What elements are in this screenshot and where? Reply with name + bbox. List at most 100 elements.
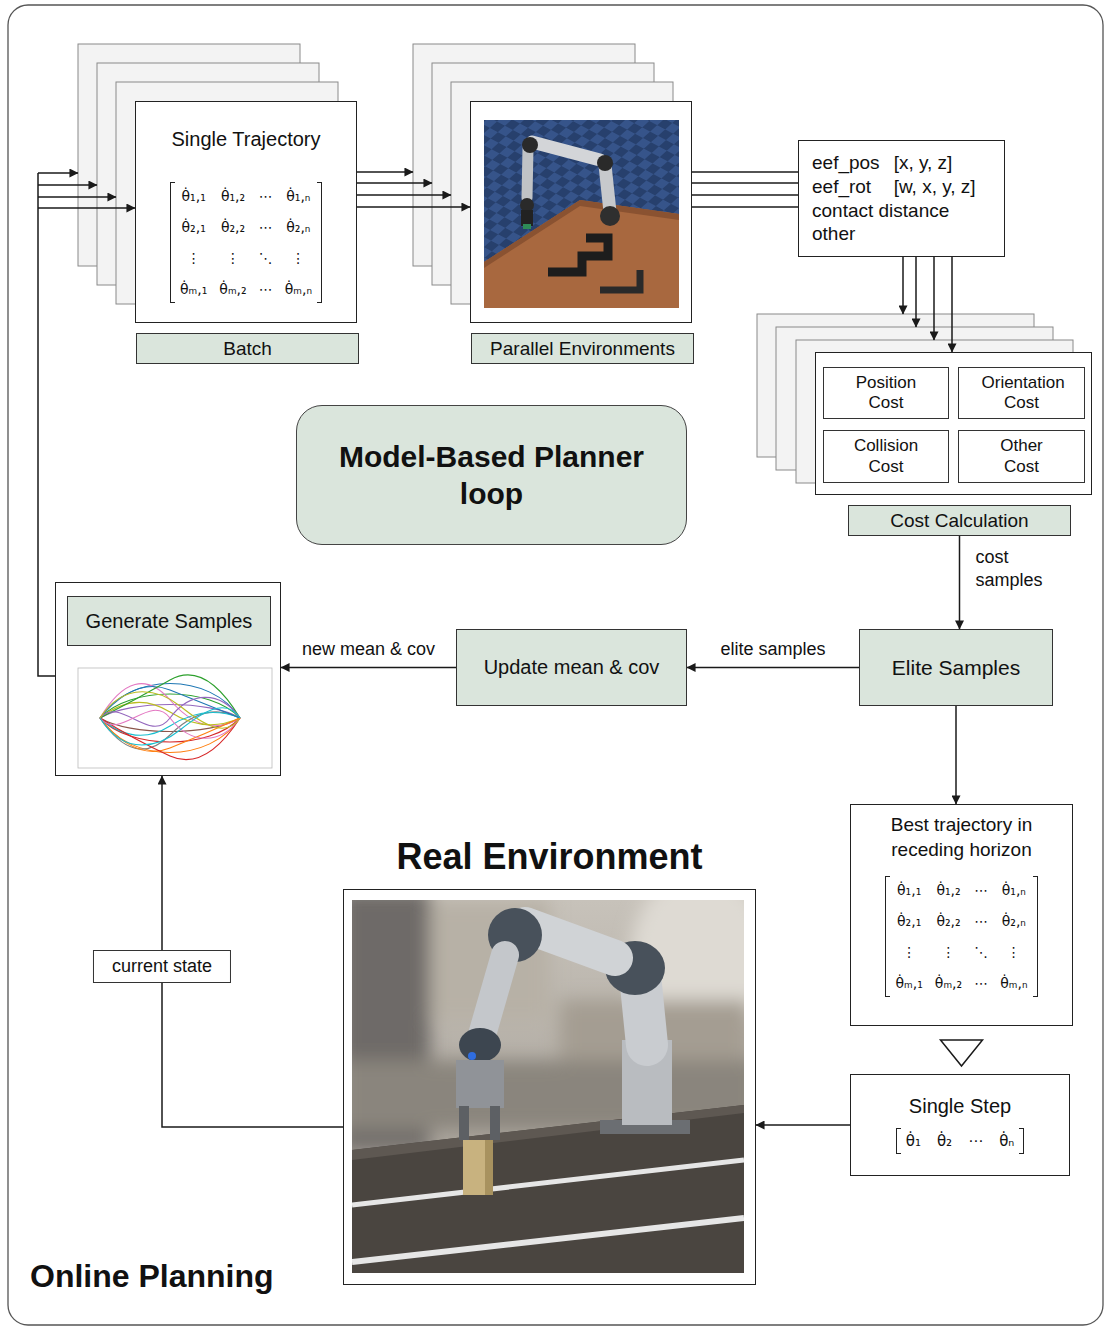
connector-line [38,196,116,198]
connector-line [756,1124,850,1126]
connector [941,1040,983,1066]
process-text: Update mean & cov [476,652,668,683]
matrix-bracket [1019,1128,1024,1154]
cost-term-text: Orientation Cost [982,373,1062,414]
matrix-bracket [317,182,322,303]
illustration-part [459,1106,469,1140]
outer-frame [8,5,1103,1325]
illustration-part [352,1105,744,1273]
illustration-part [78,668,272,768]
illustration-part [352,1218,744,1262]
connector-line [915,257,917,327]
connector [959,536,960,629]
matrix-cell: ⋯ [974,880,988,900]
environment-frame: Parallel Environments [470,101,692,323]
output-box: eef_pos[x, y, z]eef_rot[w, x, y, z]conta… [798,140,1005,257]
connector-line [38,172,78,174]
illustration-part [520,198,534,212]
connector [956,706,957,804]
matrix-cell: θ̇₁,₂ [935,880,962,900]
matrix-cell: ⋮ [1000,942,1027,962]
matrix-cell: ⋯ [974,973,988,993]
matrix-cell: ⋮ [895,942,922,962]
illustration-part [484,200,679,308]
cost-term-text: Position Cost [846,373,926,414]
illustration-part [100,675,240,718]
matrix-cell: θ̇ₘ,₂ [935,973,962,993]
matrix-cell: θ̇ₘ,ₙ [285,279,312,299]
matrix-cell: θ̇ₘ,₂ [219,279,246,299]
illustration-part [463,1140,493,1195]
connector-line [38,184,97,186]
connector-line [357,194,451,196]
connector [756,1125,850,1126]
matrix-cell: θ̇₂,ₙ [285,217,312,237]
connector-line [357,206,470,208]
output-value: [x, y, z] [894,151,976,175]
illustration-part [100,675,240,760]
illustration-part [522,137,538,153]
matrix-grid: θ̇₁,₁θ̇₁,₂⋯θ̇₁,ₙθ̇₂,₁θ̇₂,₂⋯θ̇₂,ₙ⋮⋮⋱⋮θ̇ₘ,… [895,880,1027,993]
matrix-cell: θ̇₂,₁ [180,217,207,237]
connector-line [38,207,135,209]
sampler-box: Generate Samples [55,582,281,776]
connector-line [38,173,55,676]
vector-cell: θ̇₂ [937,1131,952,1151]
process-text: Elite Samples [884,652,1028,684]
illustration-part [100,713,240,736]
matrix-cell: θ̇₂,ₙ [1000,911,1027,931]
cost-term-text: Other Cost [982,436,1062,477]
matrix: θ̇₁,₁θ̇₁,₂⋯θ̇₁,ₙθ̇₂,₁θ̇₂,₂⋯θ̇₂,ₙ⋮⋮⋱⋮θ̇ₘ,… [170,182,322,303]
connector-line [941,1040,983,1066]
process-box: Update mean & cov [456,629,687,706]
simulation-image [484,120,679,308]
illustration-part [523,224,531,229]
cost-term-box: Orientation Cost [958,367,1085,419]
vector: θ̇₁θ̇₂⋯θ̇ₙ [896,1128,1025,1154]
best-trajectory-box: Best trajectory in receding horizonθ̇₁,₁… [850,804,1073,1026]
illustration-part [470,101,692,323]
region-label: Online Planning [30,1258,274,1295]
illustration-part [468,1052,476,1060]
cost-term-text: Collision Cost [846,436,926,477]
matrix-cell: θ̇₁,ₙ [285,186,312,206]
connector [692,172,798,207]
robot-photo [352,900,744,1273]
illustration-part [456,1060,504,1108]
cost-term-box: Collision Cost [823,430,949,483]
box-title: Best trajectory in receding horizon [874,813,1049,862]
illustration-part [521,210,533,226]
matrix-cell: ⋱ [974,942,988,962]
connector-line [902,257,904,314]
illustration-part [100,718,240,732]
output-name: eef_rot [812,175,880,199]
matrix-cell: ⋮ [219,248,246,268]
connector-line [933,257,935,340]
connector-line [357,171,413,173]
connector-line [692,171,798,173]
connector [903,257,952,352]
edge-label: current state [93,950,231,983]
single-step-box: Single Stepθ̇₁θ̇₂⋯θ̇ₙ [850,1074,1070,1176]
output-name: other [812,222,976,246]
output-name: eef_pos [812,151,880,175]
output-grid: eef_pos[x, y, z]eef_rot[w, x, y, z]conta… [812,151,991,246]
vector-cell: θ̇ₙ [999,1131,1014,1151]
connector-line [955,706,957,804]
matrix-cell: ⋯ [259,186,273,206]
matrix-cell: θ̇₁,₂ [219,186,246,206]
loop-title: Model-Based Planner loop [327,438,657,513]
matrix-cell: ⋱ [259,248,273,268]
connector-line [692,206,798,208]
vector-cell: θ̇₁ [906,1131,921,1151]
cost-stack [757,314,1073,483]
output-value: [w, x, y, z] [894,175,976,199]
matrix-cell: ⋯ [259,279,273,299]
connector-line [357,182,432,184]
illustration-part [100,718,240,760]
matrix-cell: ⋮ [285,248,312,268]
node-header: Generate Samples [67,596,271,646]
connector-line [692,194,798,196]
illustration-part [100,710,240,738]
